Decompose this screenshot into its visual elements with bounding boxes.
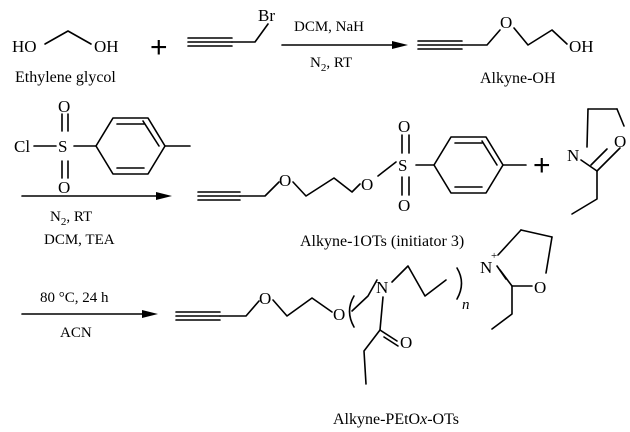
- ethylene-glycol-structure: HO OH: [12, 30, 119, 56]
- conditions-dcm-nah: DCM, NaH: [294, 19, 364, 35]
- atom-ester-o: O: [361, 175, 373, 194]
- ethylene-glycol-label: Ethylene glycol: [15, 69, 116, 86]
- tosyl-chloride-structure: Cl S O O: [14, 97, 191, 197]
- conditions-acn: ACN: [60, 325, 92, 341]
- atom-sulfonyl-o-top-2: O: [398, 117, 410, 136]
- positive-charge: +: [491, 250, 497, 262]
- reaction-arrow-1: [281, 41, 408, 49]
- reaction-arrow-3: [21, 310, 158, 318]
- atom-sulfonyl-o-bottom: O: [58, 178, 70, 197]
- plus-sign-2: +: [533, 149, 551, 182]
- atom-oxazoline-o: O: [614, 132, 626, 151]
- reaction-arrow-2: [21, 192, 172, 200]
- atom-oh: OH: [94, 37, 119, 56]
- atom-sulfonyl-o-bottom-2: O: [398, 196, 410, 215]
- alkyne-petox-ots-structure: O O N O n N + O: [175, 229, 553, 385]
- conditions-n2-rt: N2, RT: [310, 55, 352, 74]
- atom-oxazolinium-o: O: [534, 278, 546, 297]
- atom-sulfonyl-o-top: O: [58, 97, 70, 116]
- atom-oxazoline-n: N: [567, 146, 579, 165]
- atom-carbonyl-o: O: [400, 333, 412, 352]
- conditions-dcm-tea: DCM, TEA: [44, 232, 115, 248]
- ethyl-oxazoline-structure: N O: [567, 108, 626, 215]
- repeat-count-n: n: [462, 297, 470, 313]
- conditions-n2-rt-2: N2, RT: [50, 209, 92, 228]
- atom-sulfur: S: [58, 137, 67, 156]
- atom-ether-o-1: O: [279, 171, 291, 190]
- atom-br: Br: [258, 6, 275, 25]
- alkyne-petox-ots-label: Alkyne-PEtOx-OTs: [333, 411, 459, 428]
- alkyne-oh-label: Alkyne-OH: [480, 70, 556, 87]
- alkyne-1ots-label: Alkyne-1OTs (initiator 3): [300, 233, 464, 250]
- plus-sign-1: +: [150, 31, 168, 64]
- alkyne-1ots-structure: O O S O O: [197, 117, 527, 215]
- atom-ether-o-3a: O: [259, 289, 271, 308]
- atom-terminal-oh: OH: [569, 37, 594, 56]
- propargyl-bromide-structure: Br: [187, 6, 275, 47]
- atom-ho: HO: [12, 37, 37, 56]
- atom-ether-o-3b: O: [333, 305, 345, 324]
- atom-sulfur-2: S: [398, 156, 407, 175]
- conditions-temp-time: 80 °C, 24 h: [40, 290, 109, 306]
- atom-amide-n: N: [376, 278, 388, 297]
- atom-cl: Cl: [14, 137, 30, 156]
- alkyne-oh-structure: O OH: [417, 13, 594, 56]
- atom-oxazolinium-n: N: [480, 258, 492, 277]
- atom-ether-o: O: [500, 13, 512, 32]
